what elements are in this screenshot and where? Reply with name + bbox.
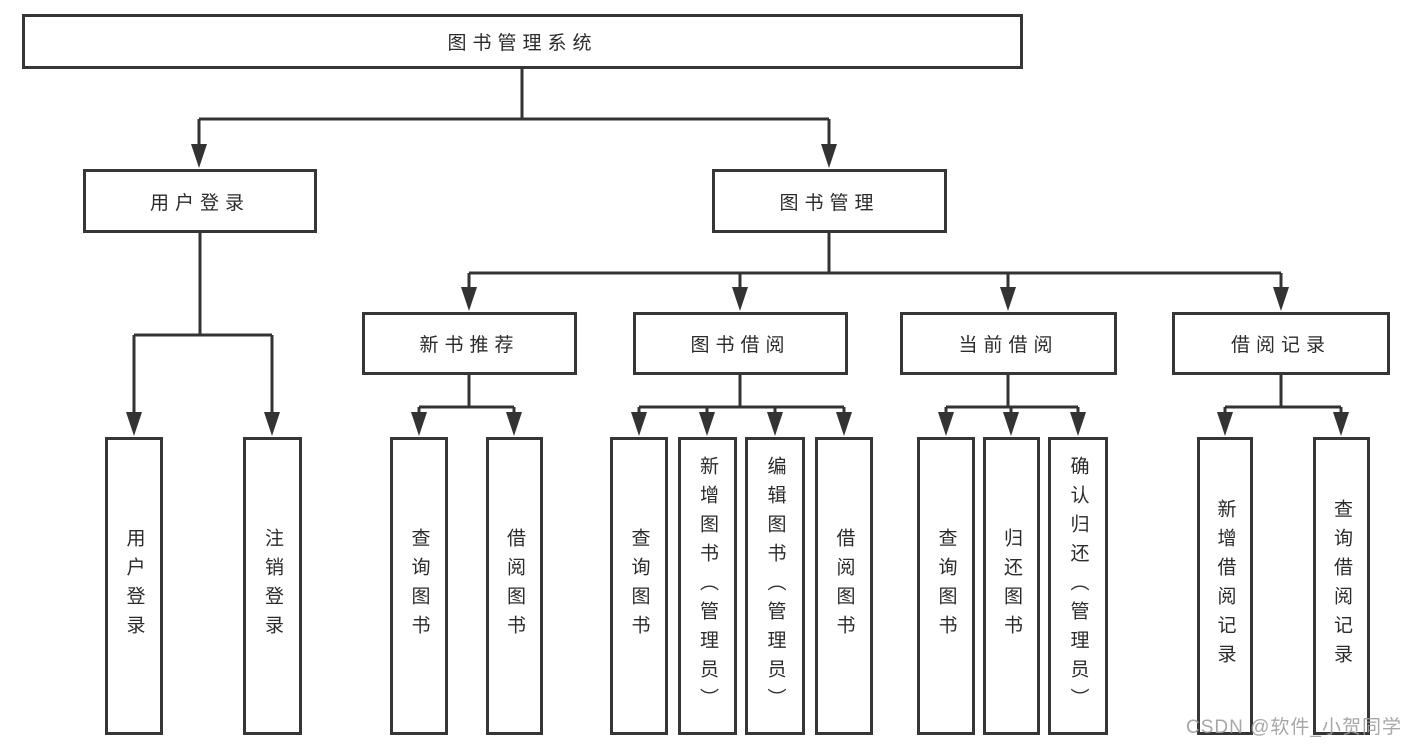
connector-borrow-record-children	[1223, 375, 1343, 424]
leaf-query-books: 查询图书	[610, 437, 668, 735]
leaf-label: 查询图书	[628, 528, 650, 644]
connector-user-login-children	[132, 233, 274, 424]
leaf-query-borrow-record: 查询借阅记录	[1313, 437, 1370, 735]
arrowhead-icon	[767, 412, 783, 436]
leaf-confirm-return-admin: 确认归还（管理员）	[1048, 437, 1108, 735]
node-label: 用户登录	[149, 192, 250, 214]
arrowhead-icon	[836, 412, 852, 436]
connector-new-book-children	[417, 375, 516, 424]
node-book-management: 图书管理	[712, 169, 947, 233]
leaf-label: 查询图书	[935, 528, 957, 644]
arrowhead-icon	[1217, 412, 1233, 436]
node-label: 图书借阅	[690, 335, 791, 356]
leaf-label: 查询图书	[408, 528, 430, 644]
leaf-label: 用户登录	[123, 528, 145, 644]
leaf-label: 注销登录	[262, 528, 283, 644]
connector-book-borrow-children	[637, 375, 846, 424]
node-user-login: 用户登录	[83, 169, 317, 233]
connector-book-mgmt-to-level3	[467, 233, 1283, 293]
arrowhead-icon	[938, 412, 954, 436]
arrowhead-icon	[461, 287, 477, 311]
arrowheads	[126, 144, 1349, 436]
node-borrowing-records: 借阅记录	[1172, 312, 1390, 375]
node-new-book-recommendation: 新书推荐	[362, 312, 577, 375]
leaf-label: 编辑图书（管理员）	[764, 455, 786, 717]
arrowhead-icon	[264, 412, 280, 436]
leaf-user-login: 用户登录	[105, 437, 163, 735]
node-root-system: 图书管理系统	[22, 14, 1023, 69]
node-label: 新书推荐	[419, 335, 520, 356]
arrowhead-icon	[1333, 412, 1349, 436]
arrowhead-icon	[1003, 412, 1019, 436]
leaf-query-books: 查询图书	[390, 437, 448, 735]
leaf-label: 归还图书	[1001, 528, 1022, 644]
leaf-label: 借阅图书	[833, 528, 855, 644]
leaf-edit-books-admin: 编辑图书（管理员）	[745, 437, 805, 735]
arrowhead-icon	[506, 412, 522, 436]
leaf-label: 查询借阅记录	[1331, 499, 1352, 673]
arrowhead-icon	[821, 144, 837, 168]
leaf-borrow-books: 借阅图书	[815, 437, 873, 735]
arrowhead-icon	[1000, 287, 1016, 311]
arrowhead-icon	[411, 412, 427, 436]
node-label: 借阅记录	[1230, 335, 1331, 356]
leaf-label: 借阅图书	[504, 528, 525, 644]
leaf-add-books-admin: 新增图书（管理员）	[678, 437, 737, 735]
node-label: 当前借阅	[958, 335, 1059, 356]
node-label: 图书管理系统	[447, 33, 598, 54]
arrowhead-icon	[1273, 287, 1289, 311]
node-book-borrowing: 图书借阅	[633, 312, 848, 375]
leaf-borrow-books: 借阅图书	[486, 437, 543, 735]
node-current-borrowing: 当前借阅	[900, 312, 1117, 375]
leaf-add-borrow-record: 新增借阅记录	[1197, 437, 1253, 735]
leaf-label: 新增图书（管理员）	[697, 455, 718, 717]
leaf-query-books: 查询图书	[917, 437, 975, 735]
arrowhead-icon	[699, 412, 715, 436]
arrowhead-icon	[191, 144, 207, 168]
node-label: 图书管理	[779, 192, 880, 214]
leaf-label: 确认归还（管理员）	[1067, 455, 1089, 717]
connector-root-to-level2	[197, 69, 831, 150]
connector-lines	[132, 69, 1343, 424]
csdn-watermark: CSDN @软件_小贺同学	[1186, 717, 1402, 738]
arrowhead-icon	[126, 412, 142, 436]
arrowhead-icon	[631, 412, 647, 436]
leaf-label: 新增借阅记录	[1214, 499, 1236, 673]
arrowhead-icon	[732, 287, 748, 311]
leaf-logout: 注销登录	[243, 437, 302, 735]
leaf-return-books: 归还图书	[983, 437, 1040, 735]
arrowhead-icon	[1070, 412, 1086, 436]
